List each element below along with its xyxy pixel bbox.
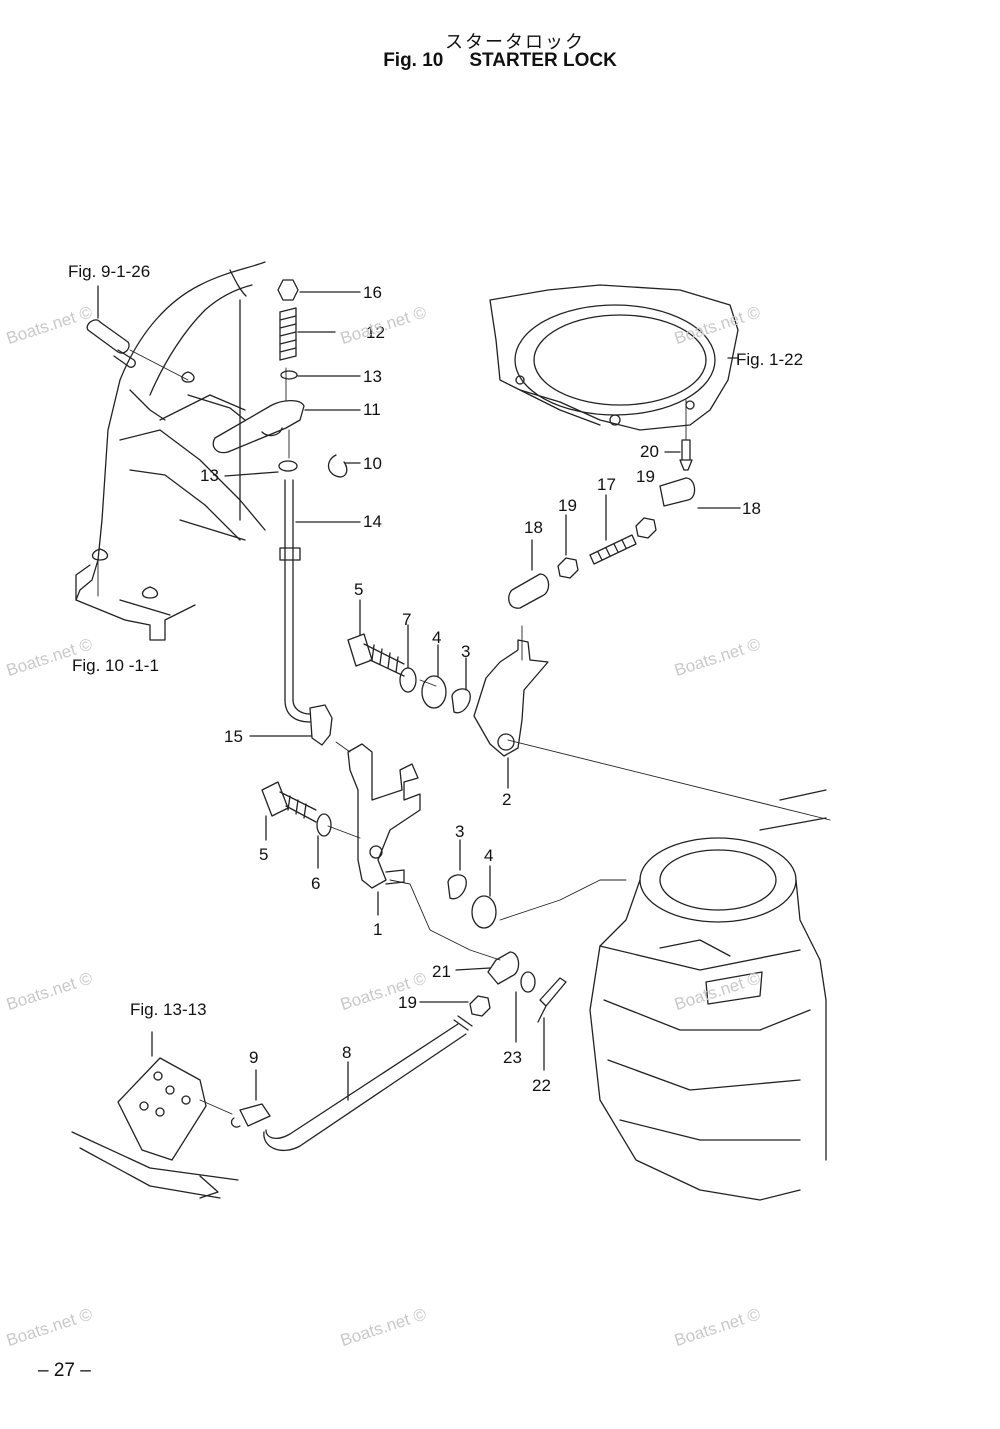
washer-7 [399, 667, 417, 693]
callout-19-left: 19 [558, 496, 577, 515]
callout-21: 21 [432, 962, 451, 981]
title-japanese: スタータロック [445, 32, 585, 53]
callout-22: 22 [532, 1076, 551, 1095]
bolt-lower [261, 781, 317, 823]
engine-block [589, 789, 827, 1201]
callout-5-upper: 5 [354, 580, 364, 599]
callout-7: 7 [402, 610, 412, 629]
threaded-rod [589, 534, 637, 565]
figure-name: STARTER LOCK [469, 50, 617, 71]
callout-12: 12 [366, 323, 385, 342]
lock-rod [279, 479, 311, 723]
callout-9: 9 [249, 1048, 259, 1067]
ball-joint-left [508, 573, 550, 609]
callout-6: 6 [311, 874, 321, 893]
ref-fig-9-1-26: Fig. 9-1-26 [68, 262, 151, 281]
engine-bracket-casting [75, 261, 266, 641]
callout-23: 23 [503, 1048, 522, 1067]
lock-arm [473, 639, 549, 757]
callout-3-upper: 3 [461, 642, 471, 661]
stud-pin [679, 439, 693, 471]
callout-1: 1 [373, 920, 383, 939]
callout-13-upper: 13 [363, 367, 382, 386]
clip-lower [447, 874, 467, 900]
callout-2: 2 [502, 790, 512, 809]
bushing-upper [421, 675, 447, 709]
rubber-mount [86, 285, 136, 368]
ref-fig-13-13: Fig. 13-13 [130, 1000, 207, 1019]
callout-4-upper: 4 [432, 628, 442, 647]
figure-number: Fig. 10 [383, 50, 444, 71]
split-pin [537, 977, 567, 1023]
bolt-upper [347, 633, 405, 677]
mounting-plate [71, 1057, 239, 1199]
ref-fig-10-1-1: Fig. 10 -1-1 [72, 656, 159, 675]
cap-nut [277, 279, 299, 301]
page-number: – 27 – [38, 1360, 91, 1381]
nut-right [635, 517, 657, 539]
callout-10: 10 [363, 454, 382, 473]
callout-19-lower: 19 [398, 993, 417, 1012]
callout-13-lower: 13 [200, 466, 219, 485]
clip-upper [451, 688, 471, 714]
washer-23 [520, 971, 536, 993]
callout-8: 8 [342, 1043, 352, 1062]
cable-joint [487, 951, 520, 985]
callout-20: 20 [640, 442, 659, 461]
washer-lower [278, 460, 298, 472]
callout-17: 17 [597, 475, 616, 494]
e-clip [327, 454, 348, 478]
washer-upper [280, 370, 298, 380]
nut-lower [469, 995, 491, 1017]
nut-left [557, 557, 579, 579]
callout-14: 14 [363, 512, 382, 531]
figure-title: Fig. 10 STARTER LOCK [0, 50, 1000, 72]
lock-lever [212, 399, 305, 454]
callout-11: 11 [363, 400, 381, 419]
ref-fig-1-22: Fig. 1-22 [736, 350, 804, 369]
callout-4-lower: 4 [484, 846, 494, 865]
callout-16: 16 [363, 283, 382, 302]
callout-15: 15 [224, 727, 243, 746]
ball-joint-right [659, 477, 696, 507]
callout-3-lower: 3 [455, 822, 465, 841]
cable-clamp [230, 1103, 271, 1128]
callout-18-right: 18 [742, 499, 761, 518]
bushing-lower [471, 895, 497, 929]
washer-6 [316, 813, 332, 837]
starter-housing-ring [489, 284, 739, 431]
callout-5-lower: 5 [259, 845, 269, 864]
callout-18-left: 18 [524, 518, 543, 537]
control-cable [263, 1015, 473, 1151]
callout-19-right: 19 [636, 467, 655, 486]
rod-joint [309, 704, 333, 746]
lock-bracket [347, 743, 421, 889]
spring [279, 307, 297, 361]
